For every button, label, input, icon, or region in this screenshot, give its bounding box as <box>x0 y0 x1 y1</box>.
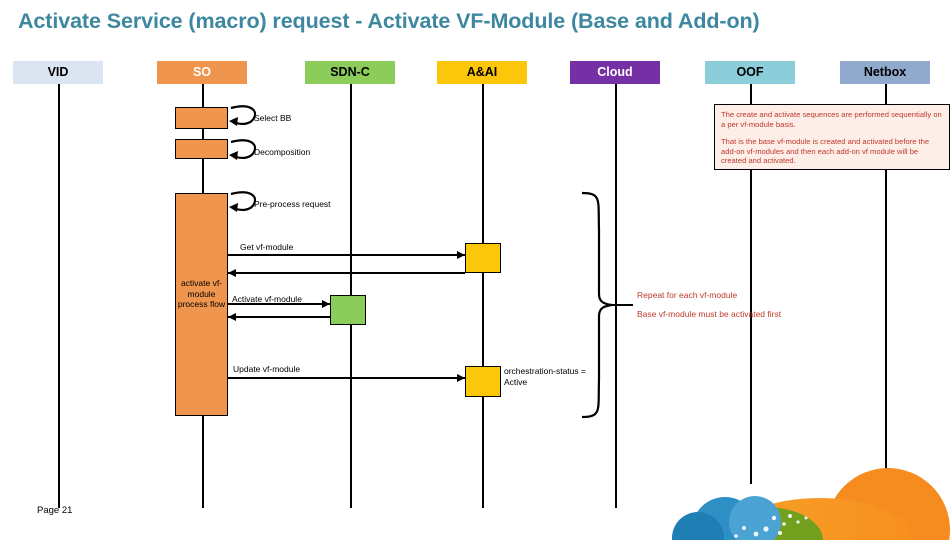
message-arrowhead-3 <box>228 312 236 321</box>
activation-aai-update[interactable] <box>465 366 501 397</box>
lifeline-netbox <box>885 84 887 484</box>
lane-header-cloud[interactable]: Cloud <box>570 61 660 84</box>
self-loop-arrow-0 <box>229 105 257 126</box>
message-arrowhead-0 <box>457 250 465 259</box>
info-note-paragraph-0: The create and activate sequences are pe… <box>721 110 942 129</box>
info-note-box: The create and activate sequences are pe… <box>714 104 950 170</box>
lane-header-netbox[interactable]: Netbox <box>840 61 930 84</box>
message-label-2: Activate vf-module <box>232 294 302 304</box>
lifeline-vid <box>58 84 60 508</box>
activation-so-decomposition[interactable] <box>175 139 228 159</box>
self-loop-arrow-1 <box>229 139 257 160</box>
message-label-4: Update vf-module <box>233 364 301 374</box>
lane-header-sdn-c[interactable]: SDN-C <box>305 61 395 84</box>
activation-so-main-flow[interactable] <box>175 193 228 416</box>
message-label-0: Get vf-module <box>240 242 294 252</box>
activation-so-select-bb[interactable] <box>175 107 228 129</box>
page-number: Page 21 <box>37 505 73 516</box>
page-title: Activate Service (macro) request - Activ… <box>18 9 760 33</box>
self-message-label-2: Pre-process request <box>254 199 331 209</box>
self-message-label-0: Select BB <box>254 113 292 123</box>
message-line-3 <box>228 316 330 318</box>
orchestration-status-line-0: orchestration-status = <box>504 366 586 376</box>
brace-label-0: Repeat for each vf-module <box>637 290 738 300</box>
lifeline-a-ai <box>482 84 484 508</box>
activation-label-so-main-flow: activate vf-module process flow <box>177 278 226 309</box>
message-line-1 <box>228 272 465 274</box>
lifeline-oof <box>750 84 752 484</box>
orchestration-status-label: orchestration-status =Active <box>504 366 586 388</box>
lane-header-so[interactable]: SO <box>157 61 247 84</box>
lane-header-oof[interactable]: OOF <box>705 61 795 84</box>
message-arrowhead-4 <box>457 373 465 382</box>
activation-aai-get-vfmodule[interactable] <box>465 243 501 273</box>
brace-label-1: Base vf-module must be activated first <box>637 309 782 319</box>
message-line-0 <box>228 254 465 256</box>
lifeline-cloud <box>615 84 617 508</box>
brace-tick <box>611 304 633 306</box>
decorative-clouds-graphic <box>672 468 950 540</box>
message-arrowhead-2 <box>322 299 330 308</box>
info-note-paragraph-1: That is the base vf-module is created an… <box>721 137 930 165</box>
orchestration-status-line-1: Active <box>504 377 528 387</box>
lane-header-vid[interactable]: VID <box>13 61 103 84</box>
message-line-2 <box>228 303 330 305</box>
self-message-label-1: Decomposition <box>254 147 311 157</box>
message-arrowhead-1 <box>228 268 236 277</box>
message-line-4 <box>228 377 465 379</box>
activation-sdnc-activate[interactable] <box>330 295 366 325</box>
lane-header-a-ai[interactable]: A&AI <box>437 61 527 84</box>
self-loop-arrow-2 <box>229 191 257 212</box>
